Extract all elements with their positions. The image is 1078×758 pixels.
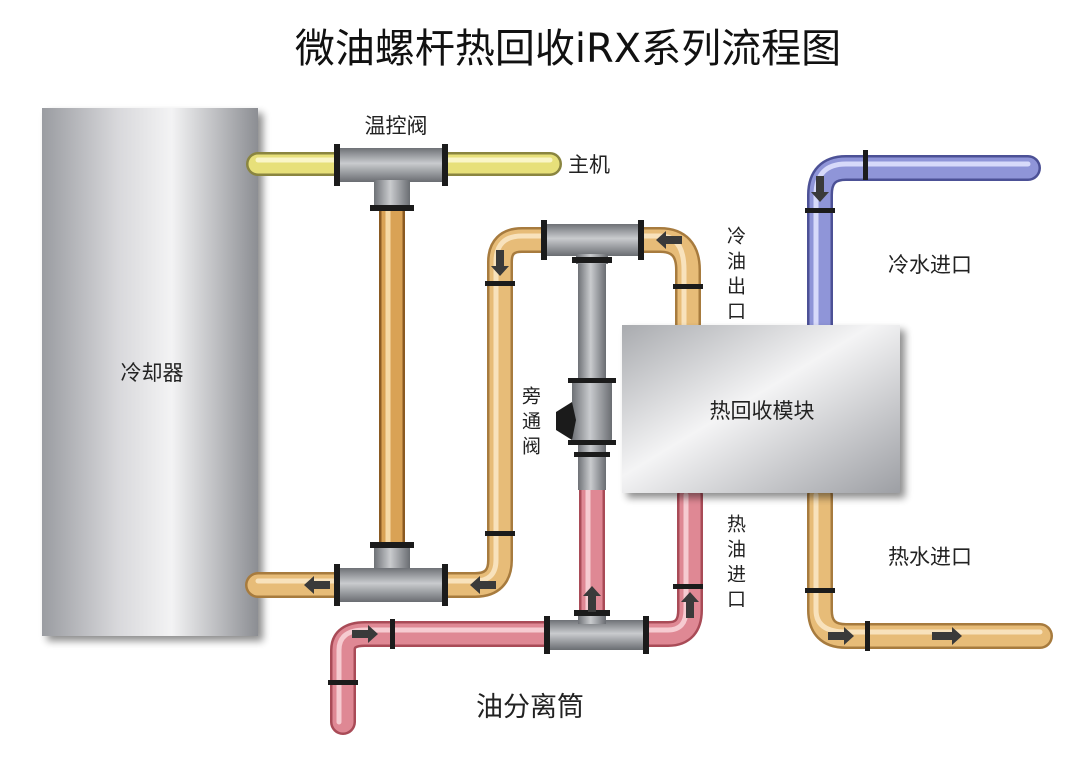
- arrow-up-icon: [583, 586, 601, 612]
- bypass-valve-label: 旁通阀: [519, 386, 541, 461]
- thermo-valve-label: 温控阀: [365, 114, 428, 138]
- cold-oil-out-label: 冷油出口: [724, 226, 746, 326]
- cold-water-in-label: 冷水进口: [888, 253, 972, 277]
- diagram-title: 微油螺杆热回收iRX系列流程图: [295, 26, 841, 72]
- cooler-return-tee: [334, 542, 448, 606]
- bypass-valve: [556, 378, 616, 457]
- arrow-down-icon: [811, 176, 829, 202]
- arrow-left-icon: [304, 576, 330, 594]
- separator-tee: [544, 610, 649, 654]
- flow-arrows: [304, 176, 962, 645]
- hot-oil-in-label: 热油进口: [724, 514, 746, 614]
- orange-pipe-cold-oil: [245, 227, 701, 598]
- main-unit-label: 主机: [568, 153, 610, 177]
- hot-water-in-label: 热水进口: [888, 545, 972, 569]
- cooler-label: 冷却器: [121, 361, 184, 385]
- heat-module-label: 热回收模块: [710, 399, 815, 423]
- blue-pipe-cold-water: [807, 155, 1041, 338]
- heat-recovery-module: [622, 325, 900, 493]
- arrow-up-icon: [681, 592, 699, 618]
- separator-label: 油分离筒: [476, 692, 584, 723]
- pipe-flanges: [328, 150, 870, 685]
- arrow-left-icon: [470, 576, 496, 594]
- arrow-right-icon: [828, 627, 854, 645]
- thermostatic-valve: [334, 144, 448, 211]
- bypass-top-tee: [541, 220, 644, 264]
- bypass-pipe: [578, 258, 606, 490]
- arrow-down-icon: [491, 250, 509, 276]
- red-pipe-hot-oil: [330, 475, 703, 735]
- arrow-right-icon: [352, 625, 378, 643]
- orange-pipe-thermo: [379, 195, 405, 560]
- arrow-right-icon: [932, 627, 962, 645]
- arrow-left-icon: [656, 231, 682, 249]
- cooler-unit: [42, 108, 258, 636]
